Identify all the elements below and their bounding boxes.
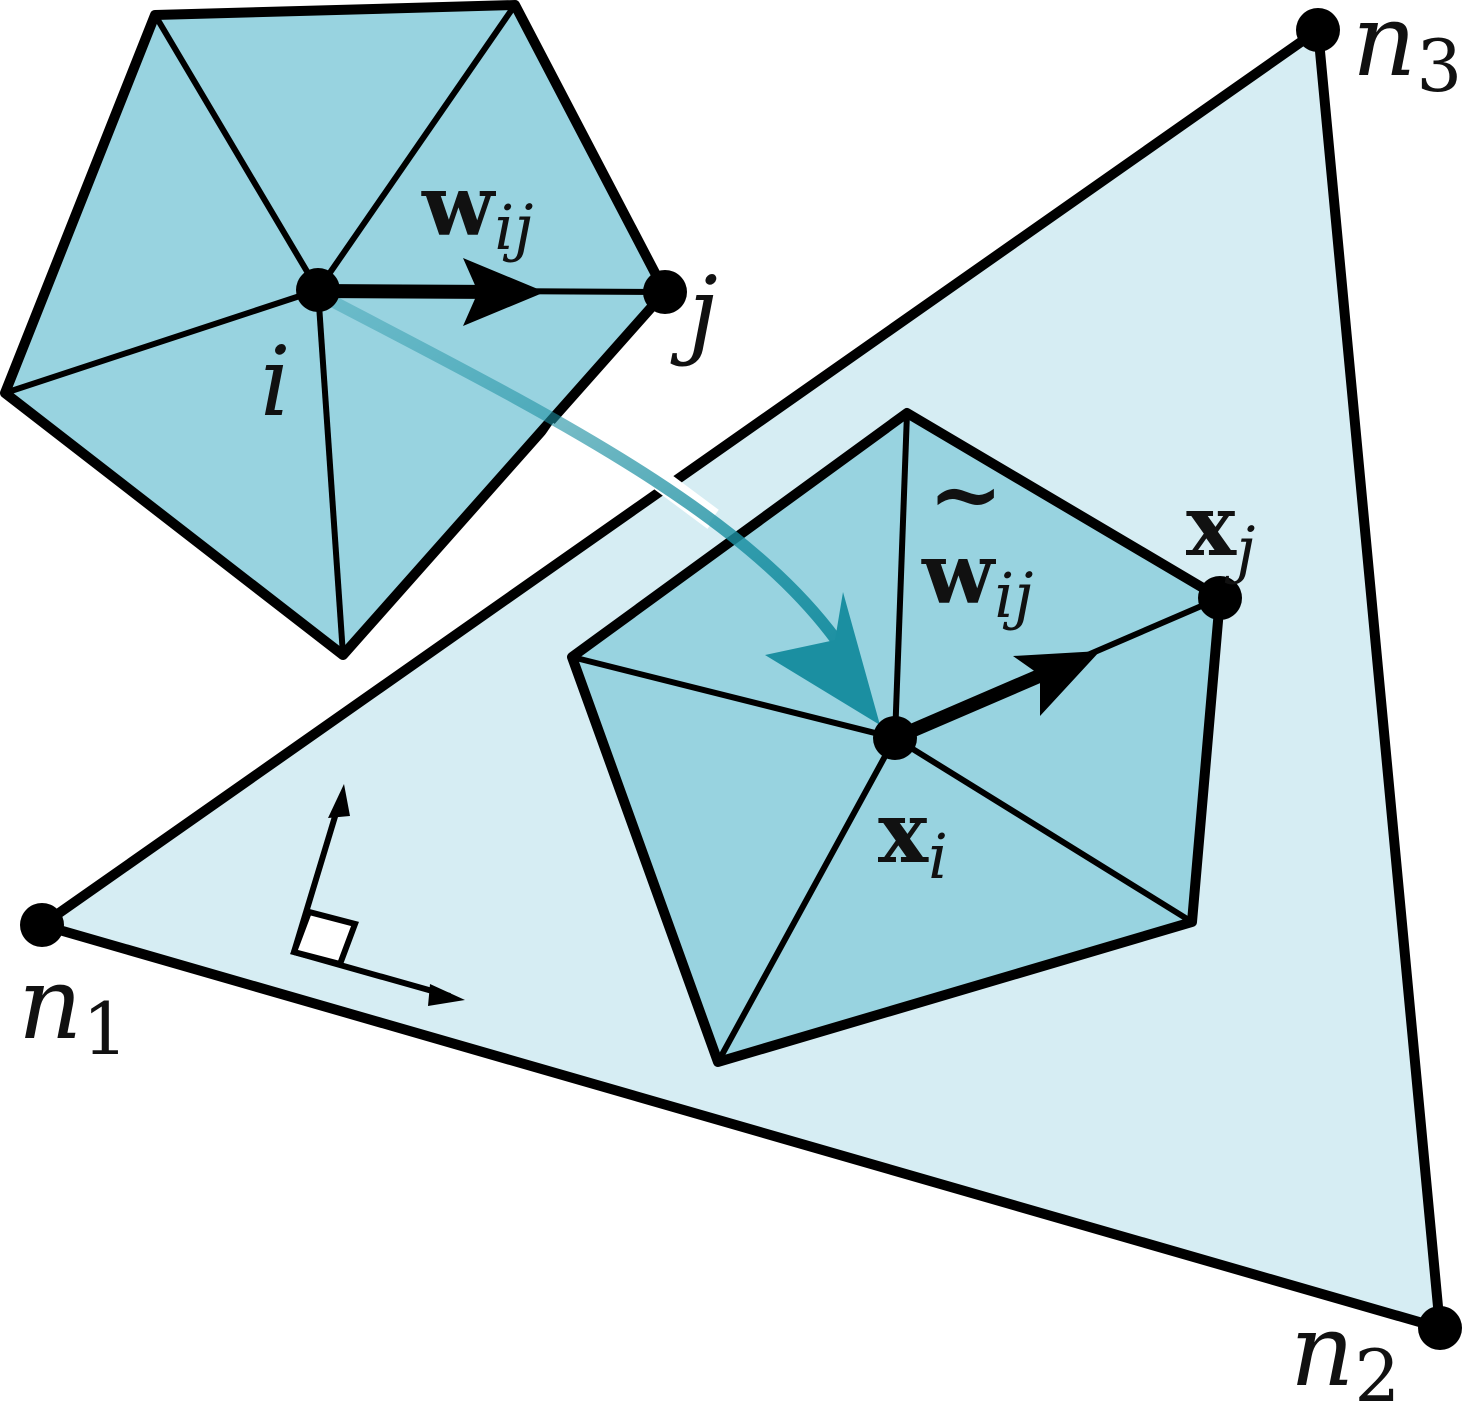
label-w-ij-sub: ij	[494, 191, 533, 264]
label-n1-sub: 1	[82, 987, 128, 1071]
label-n2-sub: 2	[1354, 1334, 1400, 1408]
label-x-i: xi	[878, 783, 948, 893]
label-w-ij-base: w	[421, 156, 496, 255]
label-x-i-sub: i	[928, 820, 948, 893]
label-n3-sub: 3	[1416, 24, 1462, 108]
label-n2-base: n	[1290, 1292, 1354, 1408]
source-fan	[0, 0, 670, 660]
right-angle-marker	[290, 908, 359, 968]
mapping-arrow-shaft	[324, 294, 856, 666]
mapping-arrow-head	[765, 592, 880, 725]
label-n1: n1	[18, 945, 128, 1071]
vertex-i-dot	[296, 268, 340, 312]
label-n3-base: n	[1352, 0, 1416, 99]
label-w-tilde-ij-sub: ij	[994, 559, 1033, 632]
node-n2-dot	[1418, 1306, 1462, 1350]
local-frame-axes	[290, 784, 465, 1006]
label-n1-base: n	[18, 945, 82, 1062]
vertex-xi-dot	[873, 716, 917, 760]
label-n3: n3	[1352, 0, 1462, 108]
label-x-i-base: x	[878, 783, 929, 882]
vertex-j-dot	[643, 270, 687, 314]
source-fan-polygon	[0, 0, 670, 660]
label-x-j: xj	[1186, 476, 1255, 586]
node-n3-dot	[1296, 8, 1340, 52]
label-w-tilde-ij-base: w	[921, 524, 996, 623]
label-i: i	[260, 326, 291, 438]
mapping-arrow	[324, 294, 880, 725]
edge-gap-1	[540, 422, 635, 497]
label-x-j-base: x	[1186, 476, 1237, 575]
label-w-tilde-ij: wij	[921, 524, 1033, 632]
vertex-xj-dot	[1198, 576, 1242, 620]
label-n2: n2	[1290, 1292, 1400, 1408]
node-n1-dot	[20, 903, 64, 947]
source-vector-arrow	[317, 258, 545, 326]
label-j: j	[670, 256, 718, 368]
source-fan-spokes	[4, 3, 666, 656]
label-w-tilde-accent: ~	[928, 441, 1003, 547]
target-vector-arrow	[892, 651, 1100, 745]
label-w-ij: wij	[421, 156, 533, 264]
